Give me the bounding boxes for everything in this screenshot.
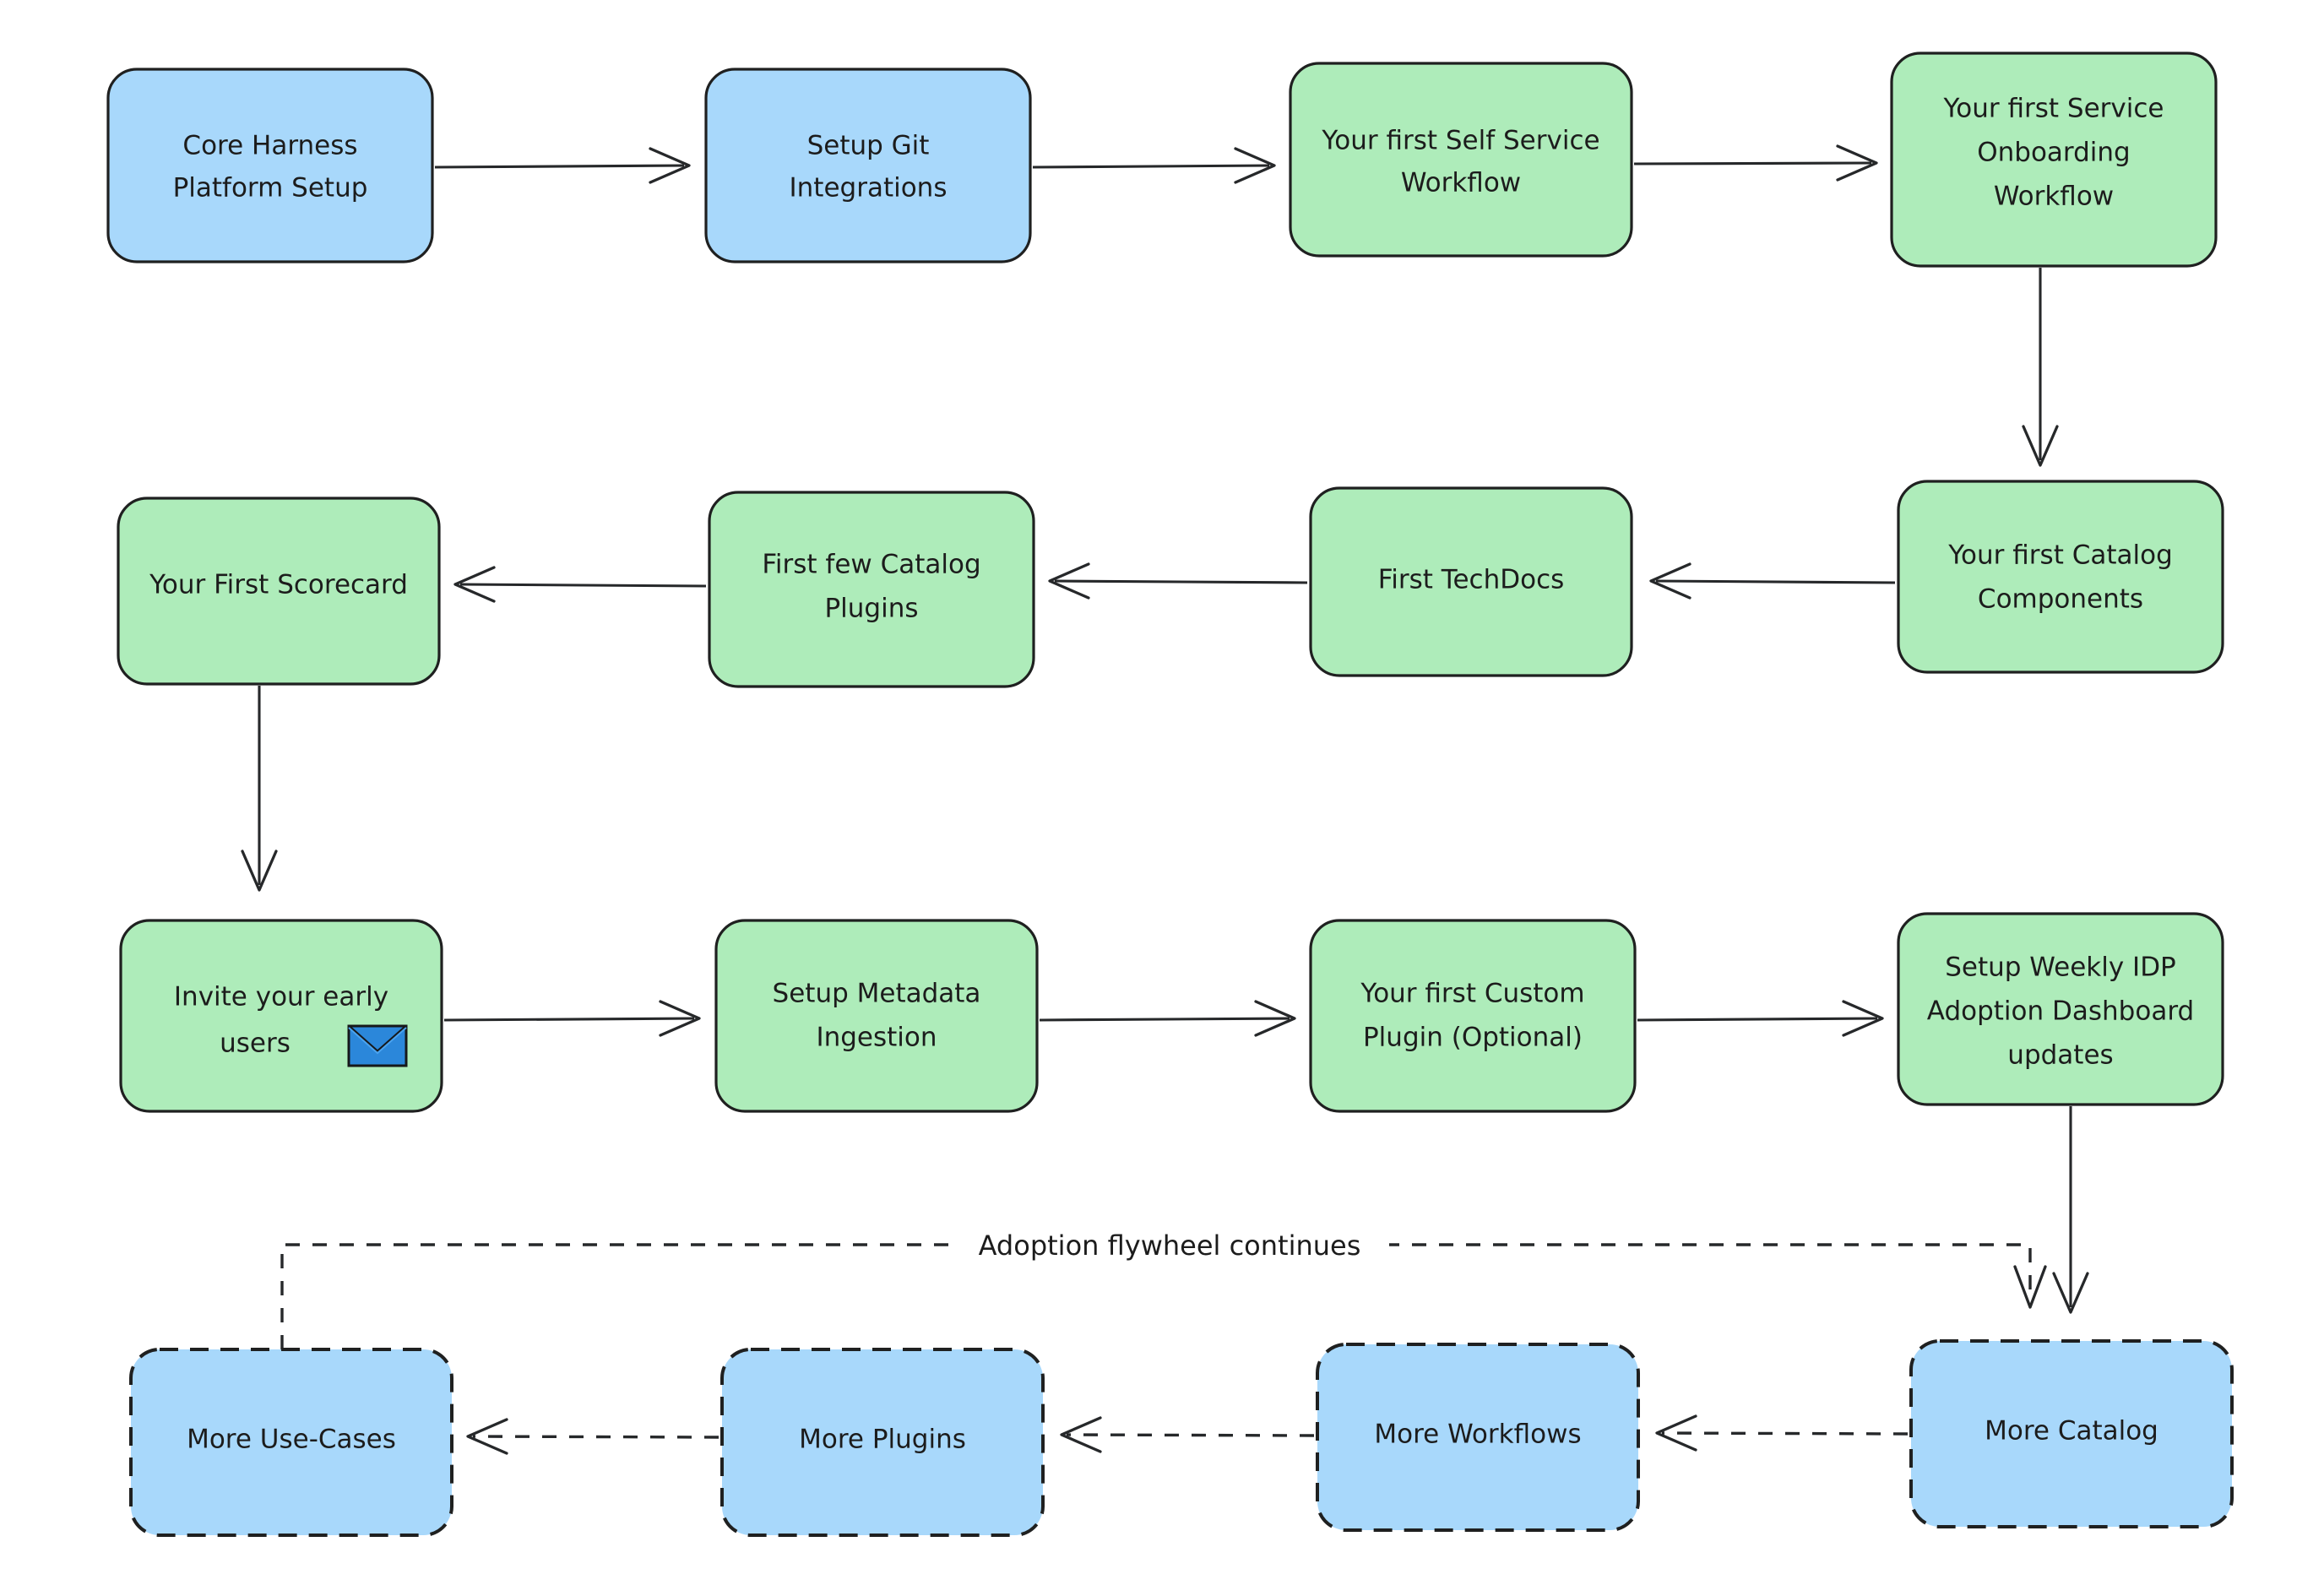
node-label-line: Invite your early — [174, 982, 388, 1012]
node-shape[interactable] — [1897, 480, 2224, 674]
edge-label-adoption-flywheel: Adoption flywheel continues — [950, 1219, 1389, 1271]
edge-weekly-idp-dashboard-to-more-catalog — [2052, 1106, 2089, 1314]
node-label-line: More Use-Cases — [187, 1425, 396, 1455]
node-label-line: Plugins — [824, 594, 918, 624]
edge-group — [241, 144, 2089, 1455]
edge-scorecard-to-invite-early-users — [241, 686, 278, 892]
node-setup-metadata-ingestion[interactable]: Setup Metadata Ingestion — [714, 919, 1039, 1113]
node-shape[interactable] — [1309, 919, 1637, 1113]
node-label-line: Your first Catalog — [1947, 540, 2173, 571]
edge-more-plugins-to-more-use-cases — [466, 1418, 719, 1455]
node-label-line: Workflow — [1994, 182, 2114, 212]
node-shape[interactable] — [1897, 912, 2224, 1106]
node-shape[interactable] — [1289, 62, 1633, 258]
node-your-first-self-service-workflow[interactable]: Your first Self Service Workflow — [1289, 62, 1633, 258]
node-more-plugins[interactable]: More Plugins — [720, 1348, 1045, 1537]
node-label-line: Integrations — [790, 173, 948, 204]
node-label-line: First few Catalog — [762, 550, 980, 580]
node-shape[interactable] — [1890, 52, 2218, 268]
node-your-first-custom-plugin[interactable]: Your first Custom Plugin (Optional) — [1309, 919, 1637, 1113]
node-label-line: Components — [1978, 584, 2143, 615]
node-label-line: More Plugins — [799, 1425, 966, 1455]
edge-self-service-to-service-onboarding — [1633, 144, 1878, 182]
node-label-line: Workflow — [1401, 168, 1521, 198]
node-first-few-catalog-plugins[interactable]: First few Catalog Plugins — [708, 491, 1035, 688]
node-label-line: Core Harness — [182, 131, 357, 161]
node-shape[interactable] — [704, 68, 1032, 263]
adoption-flywheel-label: Adoption flywheel continues — [979, 1230, 1361, 1262]
node-shape[interactable] — [714, 919, 1039, 1113]
node-label-line: Your first Self Service — [1321, 126, 1599, 156]
node-setup-git-integrations[interactable]: Setup Git Integrations — [704, 68, 1032, 263]
node-label-line: Setup Git — [807, 131, 930, 161]
edge-custom-plugin-to-weekly-idp-dashboard — [1637, 1000, 1884, 1037]
node-first-techdocs[interactable]: First TechDocs — [1309, 486, 1633, 677]
node-invite-your-early-users[interactable]: Invite your early users — [119, 919, 443, 1113]
node-label-line: Your First Scorecard — [149, 570, 408, 600]
node-label-line: Your first Custom — [1360, 979, 1584, 1009]
node-label-line: More Catalog — [1985, 1416, 2158, 1447]
node-shape[interactable] — [1909, 1339, 2234, 1528]
node-shape[interactable] — [708, 491, 1035, 688]
node-shape[interactable] — [106, 68, 434, 263]
edge-more-catalog-to-more-workflows — [1655, 1414, 1909, 1452]
node-label-line: Adoption Dashboard — [1927, 996, 2194, 1027]
node-label-line: Setup Weekly IDP — [1945, 953, 2176, 983]
node-label-line: Onboarding — [1977, 138, 2131, 168]
edge-service-onboarding-to-catalog-components — [2022, 268, 2059, 467]
node-label-line: Platform Setup — [173, 173, 368, 204]
edge-catalog-plugins-to-scorecard — [453, 566, 707, 603]
node-more-use-cases[interactable]: More Use-Cases — [129, 1348, 453, 1537]
edge-more-workflows-to-more-plugins — [1060, 1416, 1315, 1453]
node-shape[interactable] — [117, 497, 441, 686]
node-shape[interactable] — [1309, 486, 1633, 677]
edge-metadata-ingestion-to-custom-plugin — [1039, 1000, 1296, 1037]
node-shape[interactable] — [720, 1348, 1045, 1537]
node-shape[interactable] — [129, 1348, 453, 1537]
node-label-line: Your first Service — [1942, 94, 2164, 124]
edge-catalog-components-to-first-techdocs — [1649, 562, 1896, 600]
node-label-line: Plugin (Optional) — [1363, 1023, 1583, 1053]
node-your-first-scorecard[interactable]: Your First Scorecard — [117, 497, 441, 686]
node-setup-weekly-idp-adoption-dashboard-updates[interactable]: Setup Weekly IDP Adoption Dashboard upda… — [1897, 912, 2224, 1106]
node-core-harness-platform-setup[interactable]: Core Harness Platform Setup — [106, 68, 434, 263]
edge-first-techdocs-to-catalog-plugins — [1048, 562, 1308, 600]
node-label-line: users — [220, 1029, 290, 1059]
node-label-line: First TechDocs — [1378, 565, 1565, 595]
node-label-line: More Workflows — [1374, 1420, 1581, 1450]
node-shape[interactable] — [119, 919, 443, 1113]
edge-invite-users-to-metadata-ingestion — [443, 1000, 701, 1037]
node-more-workflows[interactable]: More Workflows — [1316, 1343, 1640, 1532]
node-label-line: updates — [2007, 1040, 2113, 1071]
edge-adoption-flywheel-loop — [280, 1243, 2047, 1349]
node-label-line: Setup Metadata — [773, 979, 981, 1009]
node-more-catalog[interactable]: More Catalog — [1909, 1339, 2234, 1528]
node-label-line: Ingestion — [816, 1023, 937, 1053]
edge-setup-git-to-self-service — [1032, 147, 1276, 184]
node-your-first-service-onboarding-workflow[interactable]: Your first Service Onboarding Workflow — [1890, 52, 2218, 268]
node-shape[interactable] — [1316, 1343, 1640, 1532]
edge-core-harness-to-setup-git — [434, 147, 691, 184]
node-your-first-catalog-components[interactable]: Your first Catalog Components — [1897, 480, 2224, 674]
